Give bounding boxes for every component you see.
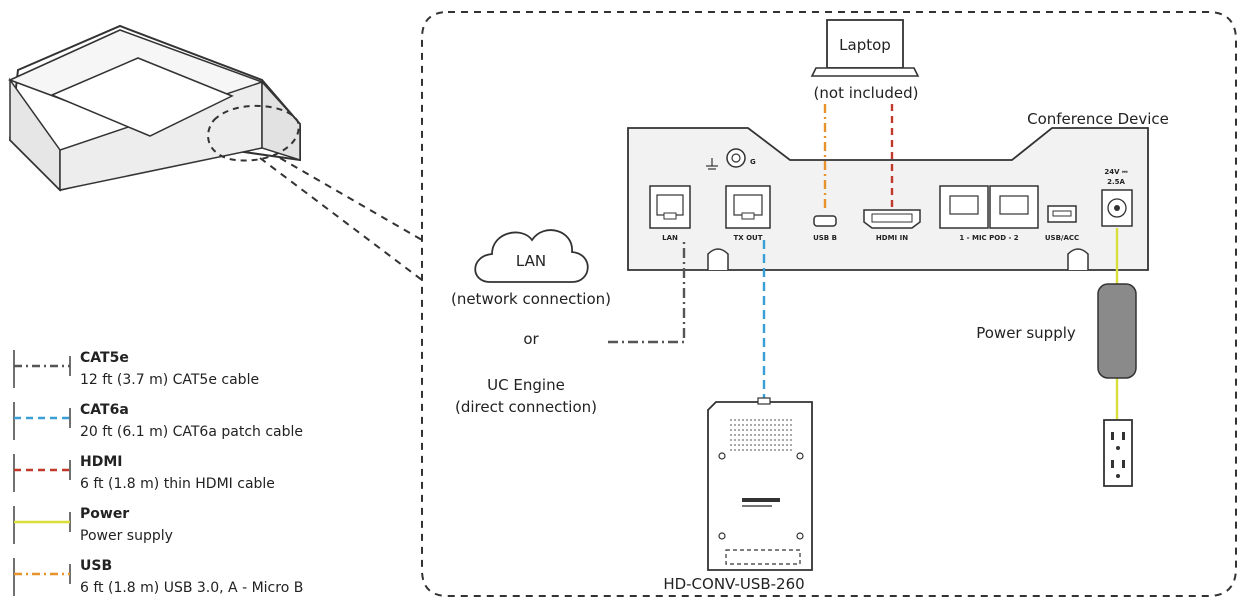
legend-title: USB [80, 558, 112, 574]
port-label-tx-out: TX OUT [733, 234, 762, 242]
callout-line-top [279, 157, 423, 241]
hdmi-in-port: HDMI IN [863, 209, 921, 242]
power-rating-line2: 2.5A [1107, 178, 1125, 186]
touch-panel [7, 24, 301, 192]
system-boundary [421, 11, 1237, 597]
port-label-lan: LAN [662, 234, 678, 242]
conference-device: Conference Device G LAN TX OUT USB B [627, 110, 1169, 271]
power-rating-line1: 24V ⎓ [1104, 168, 1128, 176]
legend-description: 12 ft (3.7 m) CAT5e cable [80, 372, 259, 388]
legend-description: 6 ft (1.8 m) thin HDMI cable [80, 476, 275, 492]
lan-port: LAN [649, 185, 691, 242]
lan-note: (network connection) [451, 290, 611, 308]
legend-description: 20 ft (6.1 m) CAT6a patch cable [80, 424, 303, 440]
lan-cloud-label: LAN [516, 252, 546, 270]
legend-title: CAT5e [80, 350, 129, 366]
touch-screen [50, 57, 234, 137]
converter-label: HD-CONV-USB-260 [663, 575, 804, 593]
legend-item-usb: USB 6 ft (1.8 m) USB 3.0, A - Micro B [13, 558, 303, 596]
cable-cat5e-lan [608, 240, 686, 344]
ground-label: G [750, 158, 756, 166]
port-label-hdmi-in: HDMI IN [876, 234, 908, 242]
uc-engine-label: UC Engine [487, 376, 565, 394]
usb-b-port: USB B [813, 215, 837, 242]
power-supply: Power supply [976, 283, 1137, 379]
wall-outlet [1103, 419, 1133, 487]
legend-title: HDMI [80, 454, 122, 470]
laptop-label: Laptop [839, 36, 891, 54]
mic-pod-ports: 1 - MIC POD - 2 [939, 185, 1039, 242]
laptop-note: (not included) [814, 84, 919, 102]
power-supply-label: Power supply [976, 324, 1076, 342]
usb-acc-port: USB/ACC [1045, 205, 1079, 242]
callout-line-bottom [259, 157, 423, 281]
uc-engine-note: (direct connection) [455, 398, 597, 416]
cable-notch-left [707, 248, 729, 270]
legend-description: 6 ft (1.8 m) USB 3.0, A - Micro B [80, 580, 303, 596]
converter-box: HD-CONV-USB-260 [663, 397, 813, 593]
legend-title: CAT6a [80, 402, 129, 418]
port-label-mic-pod: 1 - MIC POD - 2 [959, 234, 1018, 242]
panel-port-callout [207, 104, 300, 162]
laptop: Laptop (not included) [810, 19, 920, 102]
or-label: or [523, 330, 539, 348]
cable-notch-right [1067, 248, 1089, 270]
power-jack: 24V ⎓ 2.5A [1101, 168, 1133, 227]
device-title: Conference Device [1027, 110, 1169, 128]
ground-screw: G [706, 148, 756, 170]
legend-title: Power [80, 506, 129, 522]
legend-item-cat6a: CAT6a 20 ft (6.1 m) CAT6a patch cable [13, 402, 303, 440]
legend-item-hdmi: HDMI 6 ft (1.8 m) thin HDMI cable [13, 454, 275, 492]
tx-out-port: TX OUT [725, 185, 771, 242]
lan-cloud: LAN (network connection) [451, 229, 611, 308]
port-label-usb-b: USB B [813, 234, 837, 242]
legend-description: Power supply [80, 528, 173, 544]
legend-item-cat5e: CAT5e 12 ft (3.7 m) CAT5e cable [13, 350, 259, 388]
port-label-usb-acc: USB/ACC [1045, 234, 1079, 242]
